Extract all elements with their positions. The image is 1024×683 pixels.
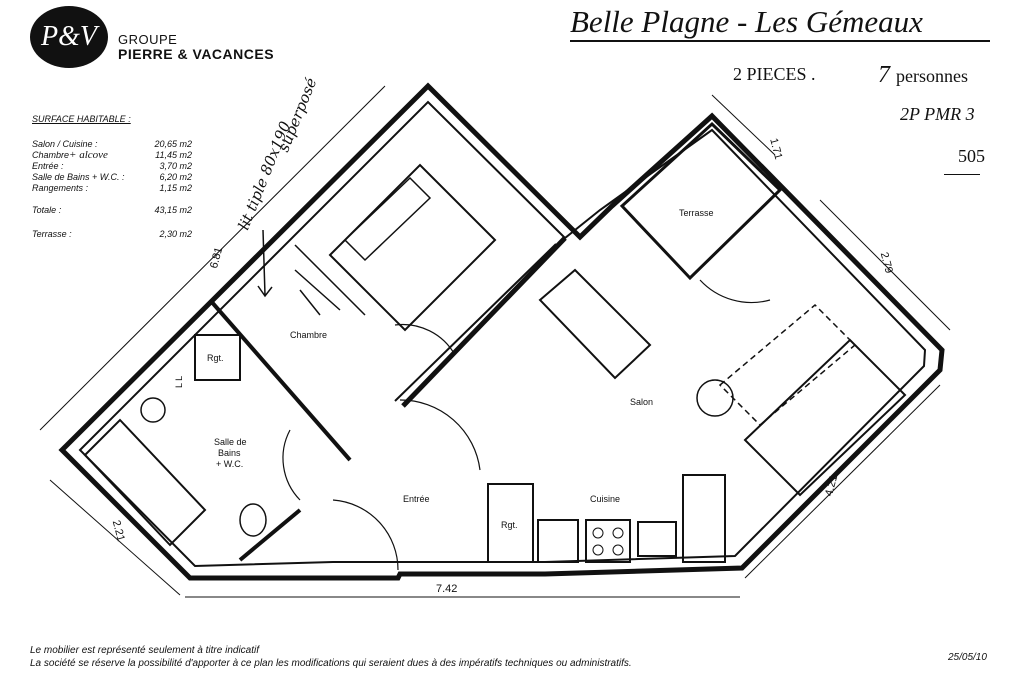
wall-terrasse [619, 121, 783, 281]
surface-label: Rangements : [32, 183, 89, 193]
logo: P&V [30, 6, 108, 68]
dim-label-171: 1.71 [767, 137, 784, 161]
surface-row: Salon / Cuisine : 20,65 m2 [32, 139, 192, 150]
plan-date: 25/05/10 [948, 652, 987, 663]
room-label-rgt2: Rgt. [501, 520, 518, 530]
persons-number: 7 [878, 62, 890, 88]
dimension-lines [39, 85, 951, 598]
bathroom-sink [140, 397, 166, 423]
footer-note-2: La société se réserve la possibilité d'a… [30, 658, 632, 669]
dim-line-221 [49, 479, 181, 596]
surface-value: 3,70 m2 [159, 161, 192, 171]
dim-label-742: 7.42 [436, 583, 457, 595]
room-label-sdb1: Salle de [214, 437, 247, 447]
dining-table [538, 268, 652, 380]
room-label-sdb2: Bains [218, 448, 241, 458]
burner [592, 544, 604, 556]
surface-value: 2,30 m2 [159, 229, 192, 239]
wall-bathroom-top [208, 298, 352, 462]
unit-reference: 2P PMR 3 [900, 104, 975, 124]
walls [58, 82, 945, 581]
wall-chambre-salon-inner [394, 243, 557, 402]
brand-group: GROUPE [118, 32, 178, 47]
brand-name: PIERRE & VACANCES [118, 46, 275, 62]
bed [328, 163, 497, 332]
surface-label-text: Chambre [32, 150, 70, 160]
surface-row: Salle de Bains + W.C. : 6,20 m2 [32, 172, 192, 183]
surface-label: Chambre+ alcove [32, 150, 108, 161]
annotation-arrow [257, 229, 273, 298]
door-entrance-arc [332, 499, 399, 571]
door-salon-arc [399, 399, 481, 471]
cooktop [585, 519, 631, 563]
surface-label: Salon / Cuisine : [32, 139, 98, 149]
door-chambre-arc [394, 323, 456, 356]
lot-underline [944, 174, 980, 175]
surface-table: Salon / Cuisine : 20,65 m2 Chambre+ alcov… [32, 139, 192, 240]
coffee-table [696, 379, 734, 417]
surface-label: Totale : [32, 205, 62, 215]
bed-pillow [343, 176, 432, 262]
surface-terrasse-row: Terrasse : 2,30 m2 [32, 229, 192, 240]
surface-label: Salle de Bains + W.C. : [32, 172, 125, 182]
surface-row: Rangements : 1,15 m2 [32, 183, 192, 194]
dim-line-681 [39, 85, 386, 431]
surface-value: 1,15 m2 [159, 183, 192, 193]
room-label-chambre: Chambre [290, 330, 327, 340]
sofa [743, 338, 907, 497]
rgt-closet-1 [194, 334, 241, 381]
room-label-sdb3: + W.C. [216, 459, 243, 469]
bunk-bed [294, 244, 366, 316]
room-label-ll: L L [174, 376, 184, 388]
door-terrasse-arc [699, 279, 771, 304]
footer-note-1: Le mobilier est représenté seulement à t… [30, 645, 260, 656]
handwritten-annotation-2: superposé [274, 75, 320, 154]
bathtub [83, 418, 207, 547]
persons-label: 7 personnes [878, 62, 968, 89]
room-label-terrasse: Terrasse [679, 208, 714, 218]
surface-label: Terrasse : [32, 229, 72, 239]
pieces-label: 2 PIECES . [733, 64, 816, 84]
surface-row: Chambre+ alcove 11,45 m2 [32, 150, 192, 161]
dim-label-221: 2.21 [110, 519, 127, 543]
surface-row: Entrée : 3,70 m2 [32, 161, 192, 172]
surface-value: 6,20 m2 [159, 172, 192, 182]
dim-line-171 [711, 94, 776, 156]
burner [592, 527, 604, 539]
dim-line-421 [744, 384, 941, 579]
surface-title: SURFACE HABITABLE : [32, 114, 131, 124]
dim-label-279: 2.79 [878, 251, 895, 275]
toilet [239, 503, 267, 537]
surface-value: 43,15 m2 [154, 205, 192, 215]
wall-bathroom-right [238, 508, 302, 562]
room-label-salon: Salon [630, 397, 653, 407]
wall-chambre-salon [401, 236, 567, 408]
burner [612, 544, 624, 556]
surface-total-row: Totale : 43,15 m2 [32, 205, 192, 216]
surface-label: Entrée : [32, 161, 64, 171]
persons-text: personnes [896, 66, 968, 86]
outer-wall [58, 82, 945, 581]
kitchen-sink [637, 521, 677, 557]
lot-number: 505 [958, 146, 985, 166]
room-label-entree: Entrée [403, 494, 430, 504]
title-underline [570, 40, 990, 42]
door-bathroom-arc [282, 429, 301, 501]
fridge [682, 474, 726, 563]
dim-label-681: 6.81 [208, 246, 225, 270]
dim-label-421: 4.21 [823, 474, 840, 498]
rgt-closet-2 [487, 483, 534, 563]
surface-value: 20,65 m2 [154, 139, 192, 149]
plan-title: Belle Plagne - Les Gémeaux [570, 4, 923, 39]
surface-value: 11,45 m2 [155, 150, 192, 160]
room-label-cuisine: Cuisine [590, 494, 620, 504]
burner [612, 527, 624, 539]
alcove-handwritten: + alcove [69, 149, 108, 161]
logo-text: P&V [41, 21, 97, 52]
table-dashed [718, 303, 857, 427]
kitchen-sink-unit [537, 519, 579, 563]
room-label-rgt1: Rgt. [207, 353, 224, 363]
dim-line-279 [819, 199, 951, 331]
